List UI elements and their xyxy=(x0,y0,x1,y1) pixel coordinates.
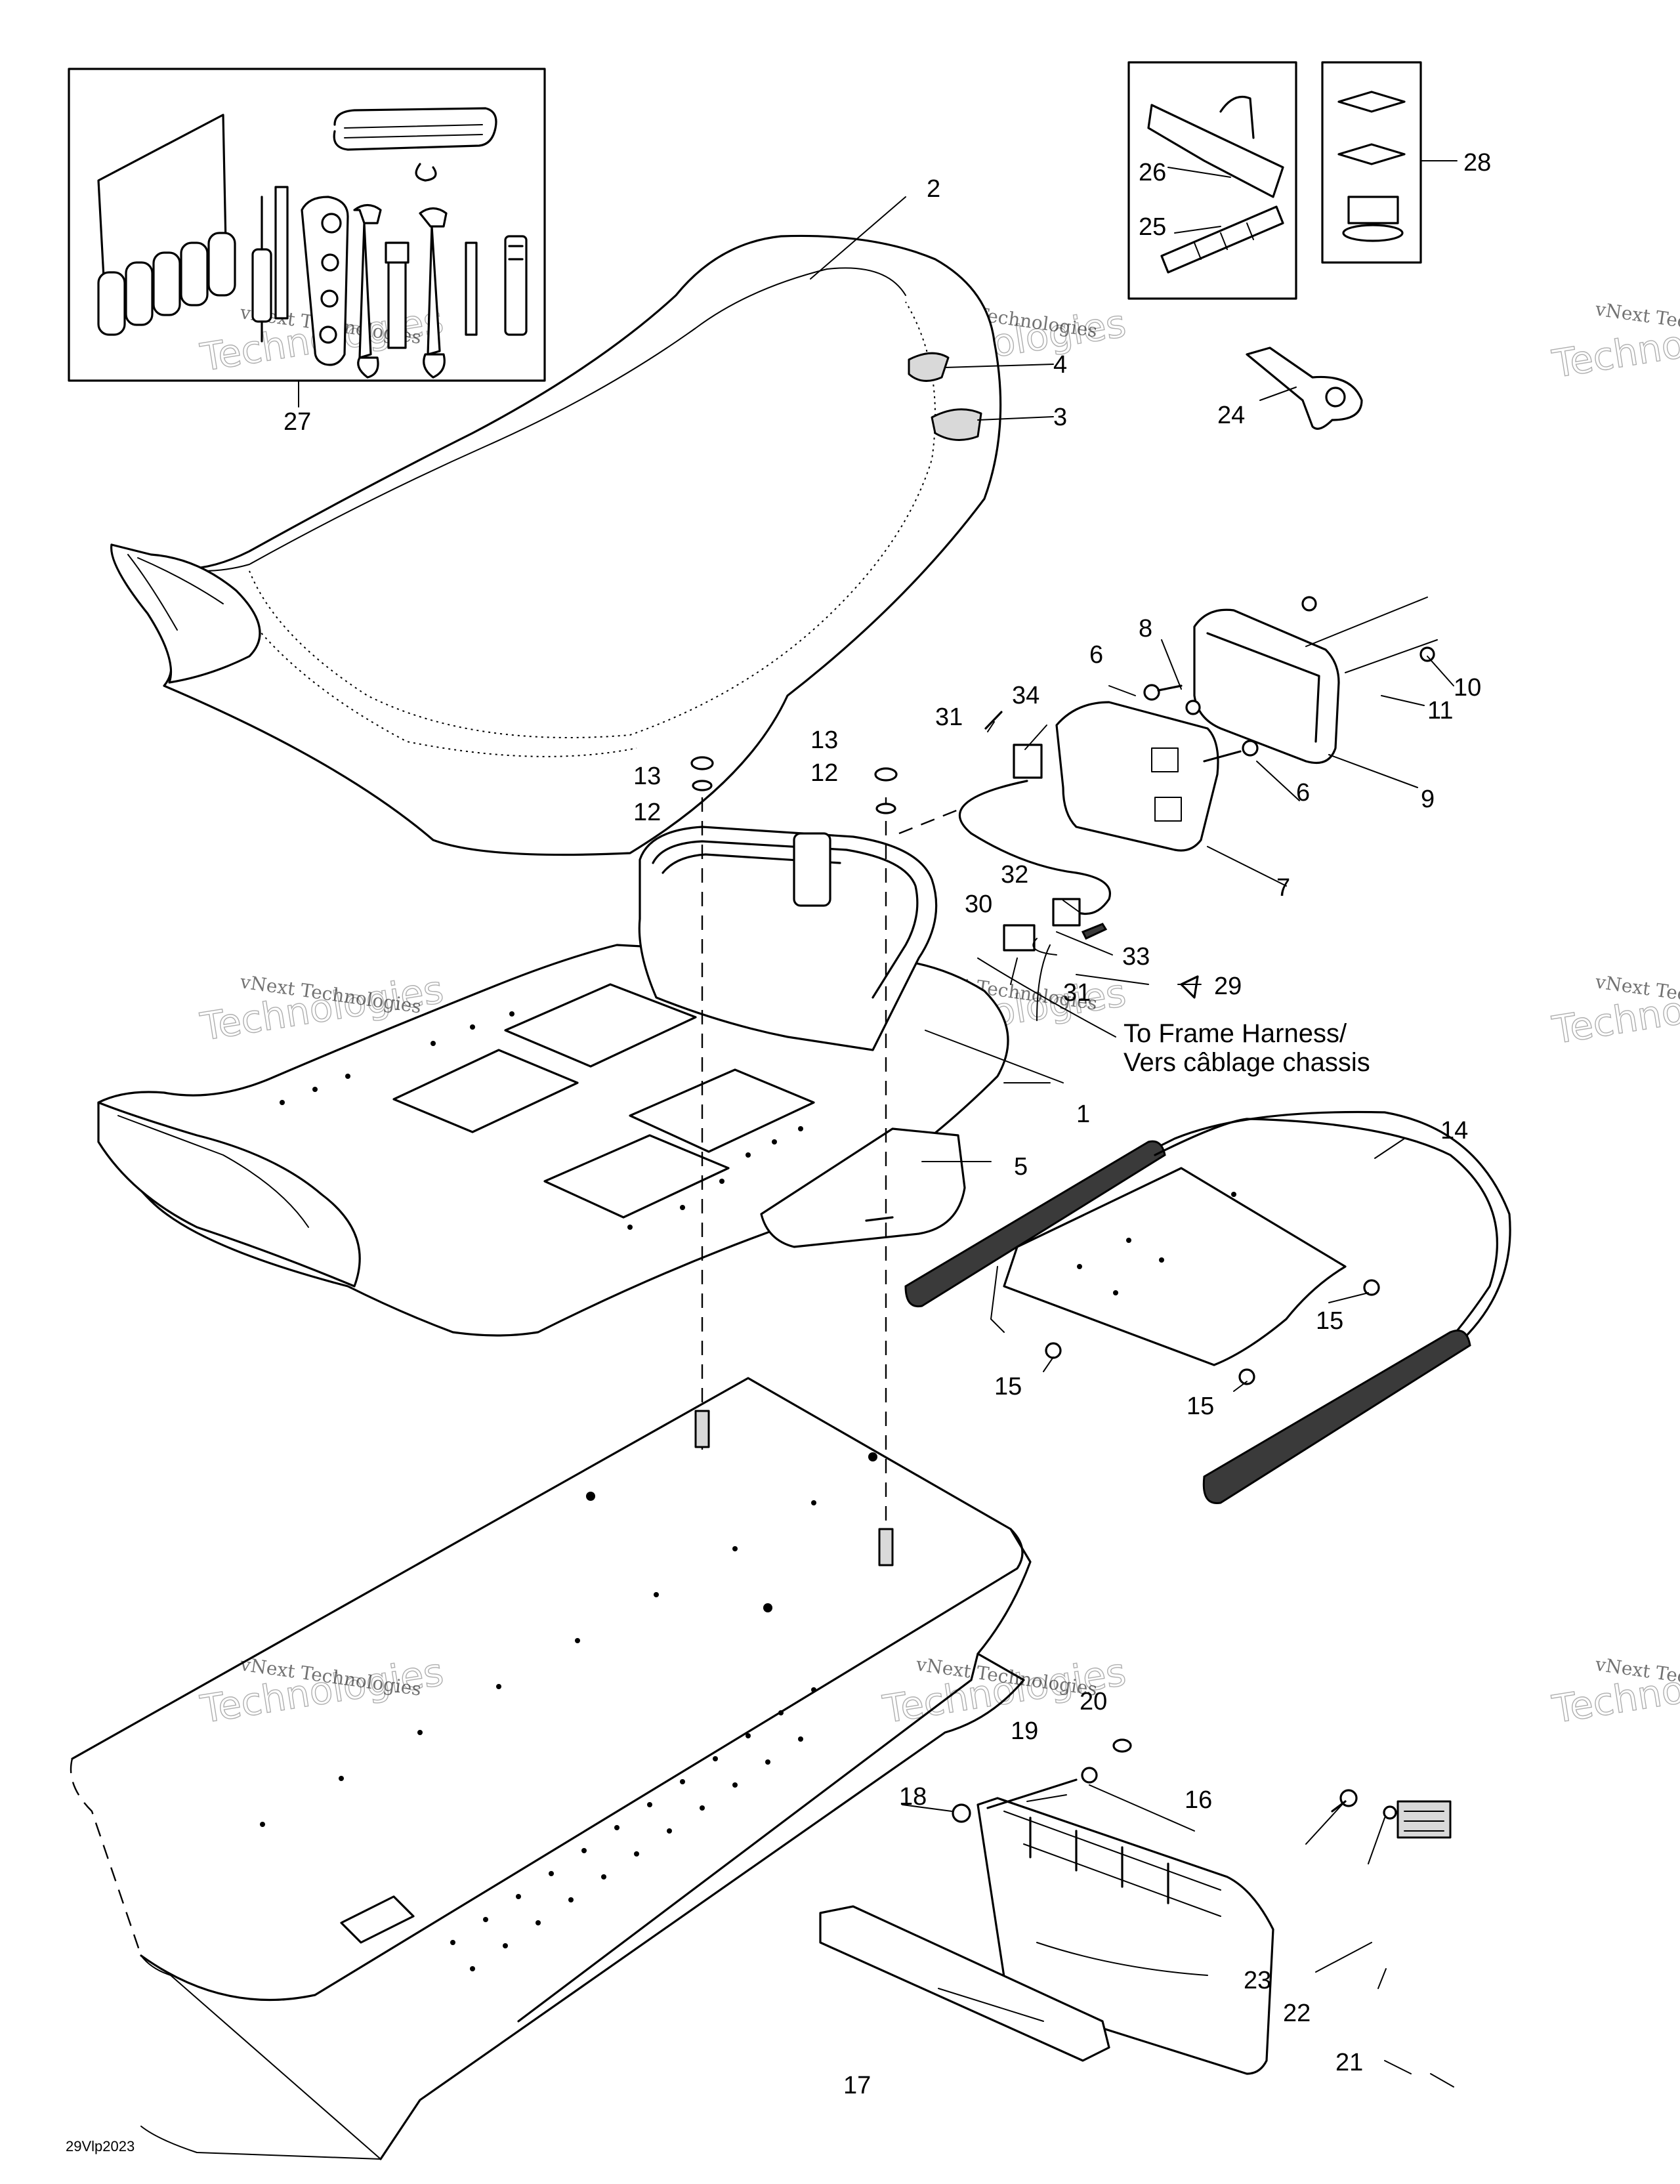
rear-bumper xyxy=(904,1110,1511,1504)
callout-15-left: 15 xyxy=(994,1373,1022,1400)
bracket-box xyxy=(1127,61,1297,300)
callout-19: 19 xyxy=(1011,1717,1038,1745)
frame-harness-note-en: To Frame Harness/ xyxy=(1124,1019,1347,1048)
callout-22: 22 xyxy=(1283,2000,1311,2027)
callout-30: 30 xyxy=(965,891,992,918)
callout-28: 28 xyxy=(1463,149,1491,177)
callout-10: 10 xyxy=(1454,674,1481,702)
seat-base-tray xyxy=(97,826,1009,1337)
callout-1: 1 xyxy=(1076,1101,1090,1128)
callout-8: 8 xyxy=(1139,615,1152,642)
seat xyxy=(110,234,1002,856)
snow-flap-assembly xyxy=(819,1738,1452,2075)
callout-21: 21 xyxy=(1335,2049,1363,2076)
hardware-box xyxy=(1321,61,1422,264)
callout-15-right: 15 xyxy=(1316,1307,1343,1335)
callout-16: 16 xyxy=(1185,1786,1212,1814)
callout-31-bottom: 31 xyxy=(1063,979,1091,1007)
callout-15-bottom: 15 xyxy=(1186,1393,1214,1420)
callout-labels: 1 2 3 4 5 6 6 7 8 9 10 11 12 12 13 13 14… xyxy=(284,149,1491,2099)
callout-3: 3 xyxy=(1053,404,1067,431)
callout-11: 11 xyxy=(1427,697,1453,724)
callout-6-top: 6 xyxy=(1089,641,1103,669)
callout-27: 27 xyxy=(284,408,311,436)
pin-wrench xyxy=(1246,346,1363,430)
leader-lines xyxy=(298,160,1458,2088)
frame-harness-note-fr: Vers câblage chassis xyxy=(1124,1048,1370,1077)
callout-12-left: 12 xyxy=(633,799,661,826)
callout-25: 25 xyxy=(1139,213,1166,241)
callout-14: 14 xyxy=(1440,1117,1468,1144)
callout-24: 24 xyxy=(1217,402,1245,429)
callout-29: 29 xyxy=(1214,973,1242,1000)
callout-20: 20 xyxy=(1080,1688,1107,1715)
callout-9: 9 xyxy=(1421,786,1435,813)
callout-33: 33 xyxy=(1122,943,1150,971)
callout-12-right: 12 xyxy=(810,759,838,787)
assembly-guides xyxy=(690,756,965,1566)
tool-kit-box xyxy=(68,68,546,382)
drawing-code: 29Vlp2023 xyxy=(66,2138,135,2154)
callout-18: 18 xyxy=(899,1783,927,1811)
tunnel-chassis xyxy=(70,1377,1032,2160)
callout-13-left: 13 xyxy=(633,763,661,790)
callout-5: 5 xyxy=(1014,1153,1028,1181)
callout-23: 23 xyxy=(1244,1967,1271,1994)
taillight-assembly xyxy=(958,596,1438,999)
callout-34: 34 xyxy=(1012,682,1040,709)
callout-6-bottom: 6 xyxy=(1296,779,1310,807)
callout-2: 2 xyxy=(927,175,940,203)
callout-26: 26 xyxy=(1139,159,1166,186)
callout-17: 17 xyxy=(843,2072,871,2099)
callout-4: 4 xyxy=(1053,351,1067,379)
callout-32: 32 xyxy=(1001,861,1028,889)
callout-31-top: 31 xyxy=(935,704,963,731)
callout-7: 7 xyxy=(1276,874,1290,902)
callout-13-right: 13 xyxy=(810,726,838,754)
